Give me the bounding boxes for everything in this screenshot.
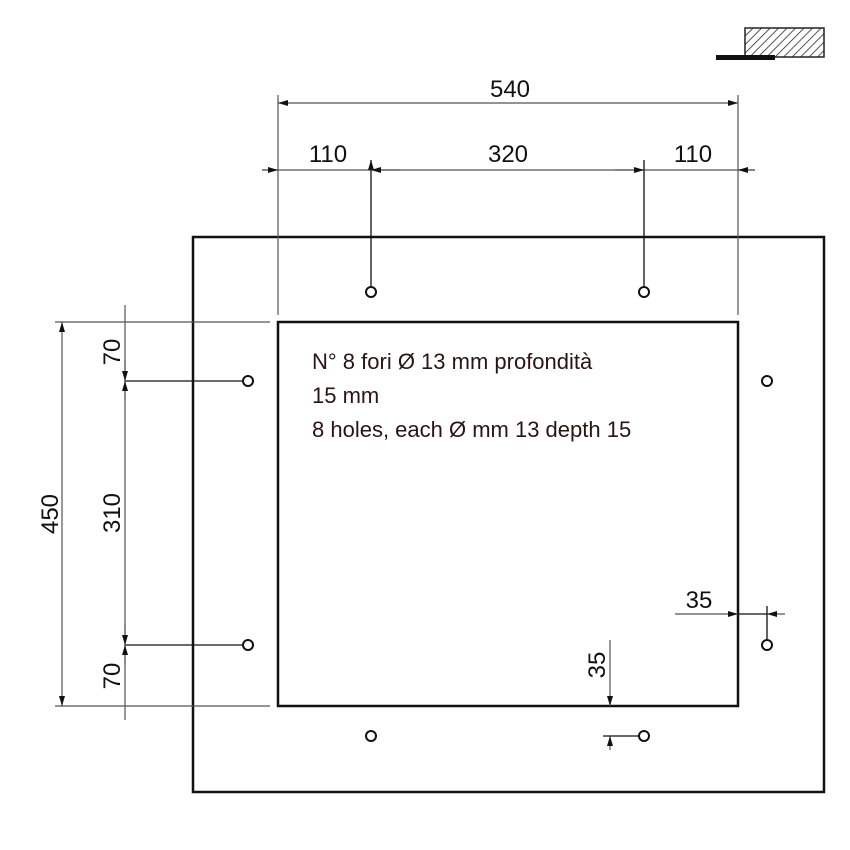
hole	[365, 730, 377, 742]
dim-hole-spacing-x: 320	[488, 141, 528, 168]
hole	[365, 286, 377, 298]
dim-hole-spacing-y: 310	[99, 493, 126, 533]
hole	[761, 375, 773, 387]
hole	[638, 286, 650, 298]
dim-overall-width: 540	[490, 76, 530, 103]
dim-overall-height: 450	[37, 494, 64, 534]
hole	[761, 639, 773, 651]
dim-top-offset: 70	[99, 339, 126, 366]
top-dimensions	[262, 95, 755, 315]
note-line-italian-cont: 15 mm	[312, 383, 379, 408]
hole	[638, 730, 650, 742]
hole	[242, 639, 254, 651]
note-line-english: 8 holes, each Ø mm 13 depth 15	[312, 417, 631, 442]
left-dimensions	[55, 305, 270, 720]
dim-edge-offset-x: 35	[686, 587, 713, 614]
edge-dimensions	[603, 606, 785, 750]
dim-bottom-offset: 70	[99, 663, 126, 690]
hole	[242, 375, 254, 387]
note-line-italian: N° 8 fori Ø 13 mm profondità	[312, 349, 593, 374]
section-symbol-icon	[716, 27, 825, 60]
outer-plate	[191, 235, 826, 794]
dim-left-offset: 110	[309, 141, 347, 168]
dim-right-offset: 110	[674, 141, 712, 168]
dim-edge-offset-y: 35	[584, 652, 611, 679]
inner-cutout	[276, 320, 740, 708]
